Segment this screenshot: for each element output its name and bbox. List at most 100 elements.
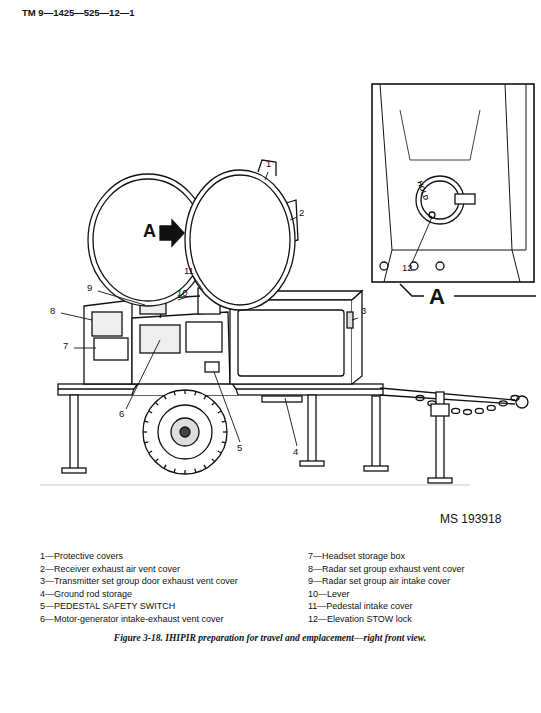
tire-tread — [164, 396, 166, 399]
radar-set-group — [84, 300, 132, 384]
callout-number: 12 — [402, 263, 413, 274]
tire-tread — [184, 390, 185, 394]
tire-tread — [164, 465, 166, 468]
leader-lines — [74, 348, 96, 349]
inset-frame — [372, 84, 534, 282]
leader-lines — [285, 398, 297, 446]
legend-entry: 8—Radar set group exhaust vent cover — [308, 564, 465, 574]
callout-number: 8 — [50, 306, 55, 317]
view-arrow — [160, 220, 184, 246]
legend-entry: 1—Protective covers — [40, 551, 123, 561]
leader-lines — [61, 313, 92, 320]
safety-chain — [511, 396, 519, 401]
callout-number: 10 — [177, 288, 188, 299]
legend-entry: 12—Elevation STOW lock — [308, 614, 412, 624]
callout-number: 5 — [237, 443, 242, 454]
leveling-jacks — [62, 392, 452, 483]
legend-entry: 5—PEDESTAL SAFETY SWITCH — [40, 601, 175, 611]
tire-tread — [195, 469, 196, 473]
pedestal-safety-switch — [205, 362, 219, 372]
radar-trailer — [158, 405, 212, 459]
safety-chain — [475, 408, 483, 413]
leveling-jacks — [364, 466, 388, 471]
legend-entry: 6—Motor-generator intake-exhaust vent co… — [40, 614, 224, 624]
tire-tread — [204, 465, 206, 468]
radar-trailer — [352, 291, 362, 384]
radar-trailer — [186, 322, 222, 352]
photo-number: MS 193918 — [440, 513, 501, 527]
safety-chain — [452, 408, 460, 413]
radar-trailer — [400, 284, 536, 296]
wheel-tire — [143, 390, 227, 474]
legend-entry: 9—Radar set group air intake cover — [308, 576, 450, 586]
tire-tread — [204, 396, 206, 399]
radar-trailer — [455, 194, 475, 204]
callout-number: 3 — [361, 306, 366, 317]
leveling-jacks — [372, 396, 380, 468]
callout-number: 4 — [293, 447, 298, 458]
tire-tread — [144, 421, 148, 422]
callout-number: 1 — [266, 159, 271, 170]
motor-generator — [132, 312, 230, 384]
radar-trailer — [380, 262, 388, 270]
leader-lines — [98, 291, 145, 305]
lunette-ring — [516, 396, 528, 408]
safety-chain — [416, 396, 424, 401]
leader-lines — [193, 276, 203, 290]
leveling-jacks — [62, 468, 86, 473]
legend-entry: 11—Pedestal intake cover — [308, 601, 412, 611]
leveling-jacks — [428, 478, 452, 483]
tire-tread — [155, 402, 158, 405]
tire-tread — [195, 391, 196, 395]
leveling-jacks — [431, 404, 449, 416]
leader-lines — [126, 340, 160, 409]
tire-tread — [149, 411, 152, 413]
legend-entry: 10—Lever — [308, 589, 350, 599]
intake-exhaust-vent-cover — [140, 325, 180, 353]
leader-lines — [214, 372, 240, 442]
radar-trailer — [40, 84, 536, 485]
callout-number: 7 — [63, 341, 68, 352]
radar-trailer — [190, 175, 290, 305]
callout-number: 9 — [87, 283, 92, 294]
legend-entry: 4—Ground rod storage — [40, 589, 132, 599]
callout-number: 6 — [119, 409, 124, 420]
view-letter: A — [143, 221, 156, 242]
legend-entry: 3—Transmitter set group door exhaust ven… — [40, 576, 238, 586]
tire-tread — [143, 390, 227, 474]
tire-tread — [143, 431, 147, 432]
tire-tread — [212, 459, 215, 462]
callout-number: 11 — [184, 266, 194, 277]
safety-chain — [464, 410, 472, 415]
radar-trailer — [436, 262, 444, 270]
exhaust-vent-cover — [92, 312, 122, 336]
legend-entry: 2—Receiver exhaust air vent cover — [40, 564, 180, 574]
view-letter: A — [429, 284, 445, 309]
tow-bar — [380, 388, 515, 404]
safety-chain — [499, 401, 507, 406]
radar-trailer — [400, 110, 480, 160]
callout-number: 2 — [299, 208, 304, 219]
tire-tread — [174, 391, 175, 395]
document-number: TM 9—1425—525—12—1 — [22, 8, 134, 19]
leader-lines — [352, 318, 358, 320]
headset-storage-box — [94, 338, 128, 360]
leader-lines — [265, 172, 268, 180]
tire-tread — [184, 470, 185, 474]
tire-tread — [218, 451, 221, 453]
radar-trailer — [421, 181, 459, 219]
radar-trailer — [40, 485, 470, 486]
tire-tread — [144, 442, 148, 443]
leader-lines — [61, 172, 432, 446]
leveling-jacks — [308, 395, 316, 463]
tire-tread — [218, 411, 221, 413]
legend-entry: 7—Headset storage box — [308, 551, 405, 561]
leveling-jacks — [70, 395, 78, 470]
ground-rod-storage — [262, 396, 302, 402]
leader-lines — [290, 217, 297, 220]
transmitter-set-group — [230, 300, 352, 384]
figure-caption: Figure 3-18. IHIPIR preparation for trav… — [20, 633, 520, 643]
tire-tread — [222, 421, 226, 422]
tire-tread — [174, 469, 175, 473]
tire-tread — [212, 402, 215, 405]
